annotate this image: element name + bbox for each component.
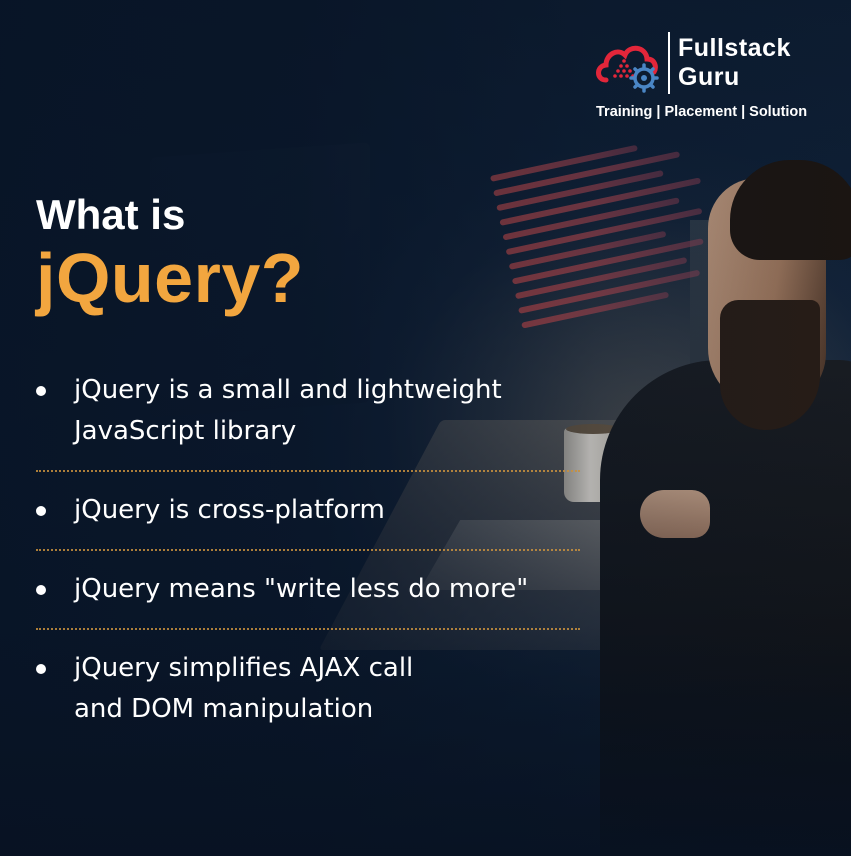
headline-jquery: jQuery? xyxy=(36,239,305,317)
brand-logo: Fullstack Guru Training | Placement | So… xyxy=(594,32,819,122)
list-item: jQuery is a small and lightweight JavaSc… xyxy=(36,370,596,452)
list-item: jQuery means "write less do more" xyxy=(36,569,596,610)
headline-what-is: What is xyxy=(36,191,186,238)
bullet-dot-icon xyxy=(36,585,46,595)
dotted-separator xyxy=(36,470,580,472)
headline: What is jQuery? xyxy=(36,192,304,318)
bullet-dot-icon xyxy=(36,506,46,516)
dotted-separator xyxy=(36,628,580,630)
logo-divider xyxy=(668,32,670,94)
bullet-dot-icon xyxy=(36,386,46,396)
bullet-text: jQuery is a small and lightweight JavaSc… xyxy=(74,375,502,446)
bullet-text: jQuery means "write less do more" xyxy=(74,574,529,604)
bullet-dot-icon xyxy=(36,664,46,674)
brand-tagline: Training | Placement | Solution xyxy=(596,104,808,120)
list-item: jQuery simplifies AJAX call and DOM mani… xyxy=(36,648,596,730)
cloud-gear-icon xyxy=(596,45,659,93)
brand-name: Fullstack Guru xyxy=(678,34,791,91)
bullet-text: jQuery simplifies AJAX call and DOM mani… xyxy=(74,653,414,724)
bottom-overlay xyxy=(0,626,851,856)
bullet-list: jQuery is a small and lightweight JavaSc… xyxy=(36,370,596,730)
dotted-separator xyxy=(36,549,580,551)
bullet-text: jQuery is cross-platform xyxy=(74,495,385,525)
list-item: jQuery is cross-platform xyxy=(36,490,596,531)
